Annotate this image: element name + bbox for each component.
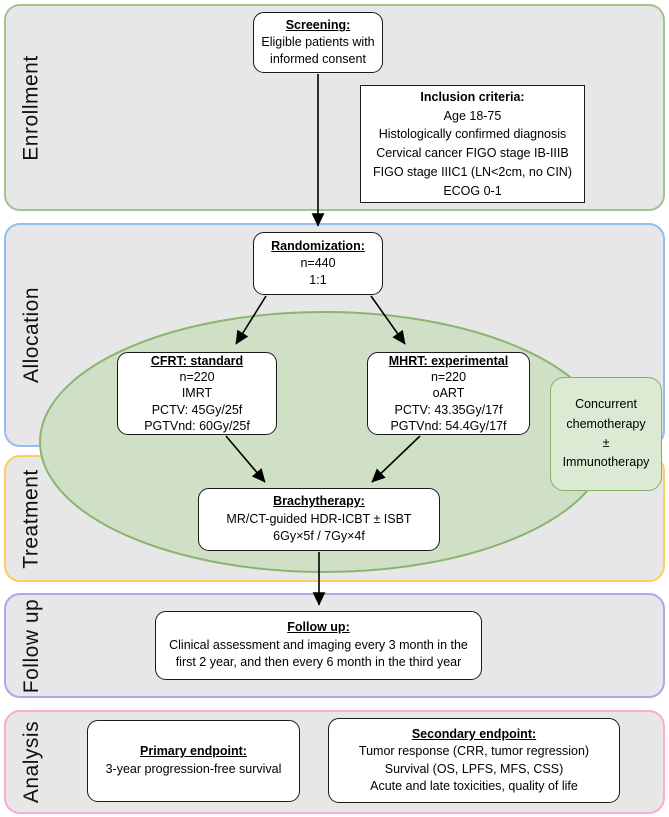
cfrt-title: CFRT: standard (150, 353, 244, 368)
primary-endpoint-title: Primary endpoint: (140, 744, 247, 759)
primary-endpoint-box: Primary endpoint: 3-year progression-fre… (87, 720, 300, 802)
box-line: Clinical assessment and imaging every 3 … (169, 637, 468, 652)
box-line: ECOG 0-1 (443, 183, 502, 198)
cfrt-standard-arm-box: CFRT: standard n=220 IMRT PCTV: 45Gy/25f… (117, 352, 277, 435)
box-line: Concurrent (575, 397, 637, 412)
box-line: oART (432, 386, 465, 401)
box-line: PCTV: 45Gy/25f (151, 402, 243, 417)
screening-box: Screening: Eligible patients with inform… (253, 12, 383, 73)
box-line: Acute and late toxicities, quality of li… (370, 778, 578, 793)
box-line: 1:1 (309, 272, 327, 287)
box-line: PGTVnd: 60Gy/25f (144, 418, 250, 433)
secondary-endpoint-title: Secondary endpoint: (411, 727, 537, 741)
box-line: chemotherapy (566, 416, 646, 431)
follow-up-box: Follow up: Clinical assessment and imagi… (155, 611, 482, 680)
concurrent-therapy-box: Concurrent chemotherapy ± Immunotherapy (550, 377, 662, 491)
section-label-text: Treatment (20, 468, 44, 569)
box-line: Tumor response (CRR, tumor regression) (358, 744, 590, 759)
box-line: Eligible patients with (261, 35, 375, 50)
section-label-enrollment: Enrollment (8, 6, 56, 209)
box-line: 6Gy×5f / 7Gy×4f (273, 529, 365, 544)
box-line: MR/CT-guided HDR-ICBT ± ISBT (226, 511, 412, 526)
brachytherapy-box: Brachytherapy: MR/CT-guided HDR-ICBT ± I… (198, 488, 440, 551)
randomization-title: Randomization: (271, 239, 365, 254)
box-line: PCTV: 43.35Gy/17f (394, 402, 503, 417)
box-line: FIGO stage IIIC1 (LN<2cm, no CIN) (372, 164, 573, 179)
box-line: IMRT (181, 386, 213, 401)
box-line: first 2 year, and then every 6 month in … (175, 655, 462, 670)
section-label-text: Enrollment (20, 54, 44, 161)
box-line: ± (602, 436, 610, 450)
box-line: informed consent (270, 51, 366, 66)
follow-up-title: Follow up: (287, 619, 350, 634)
randomization-box: Randomization: n=440 1:1 (253, 232, 383, 295)
secondary-endpoint-box: Secondary endpoint: Tumor response (CRR,… (328, 718, 620, 803)
box-line: n=440 (300, 256, 336, 271)
box-line: Histologically confirmed diagnosis (378, 127, 567, 142)
section-label-text: Follow up (20, 598, 44, 693)
section-label-allocation: Allocation (8, 225, 56, 445)
box-line: Cervical cancer FIGO stage IB-IIIB (376, 146, 569, 160)
box-line: Age 18-75 (443, 108, 502, 123)
mhrt-title: MHRT: experimental (388, 353, 509, 368)
box-line: n=220 (430, 370, 467, 385)
section-label-follow-up: Follow up (8, 595, 56, 696)
box-line: Immunotherapy (562, 455, 650, 470)
section-label-text: Analysis (20, 720, 44, 804)
box-line: PGTVnd: 54.4Gy/17f (390, 418, 507, 433)
inclusion-criteria-title: Inclusion criteria: (420, 89, 525, 104)
brachytherapy-title: Brachytherapy: (273, 493, 365, 508)
section-label-treatment: Treatment (8, 457, 56, 580)
inclusion-criteria-box: Inclusion criteria: Age 18-75 Histologic… (360, 85, 585, 203)
section-label-analysis: Analysis (8, 712, 56, 812)
box-line: Survival (OS, LPFS, MFS, CSS) (384, 761, 564, 776)
section-label-text: Allocation (20, 286, 43, 384)
box-line: n=220 (179, 370, 215, 385)
screening-title: Screening: (285, 18, 351, 33)
mhrt-experimental-arm-box: MHRT: experimental n=220 oART PCTV: 43.3… (367, 352, 530, 435)
box-line: 3-year progression-free survival (105, 762, 282, 776)
